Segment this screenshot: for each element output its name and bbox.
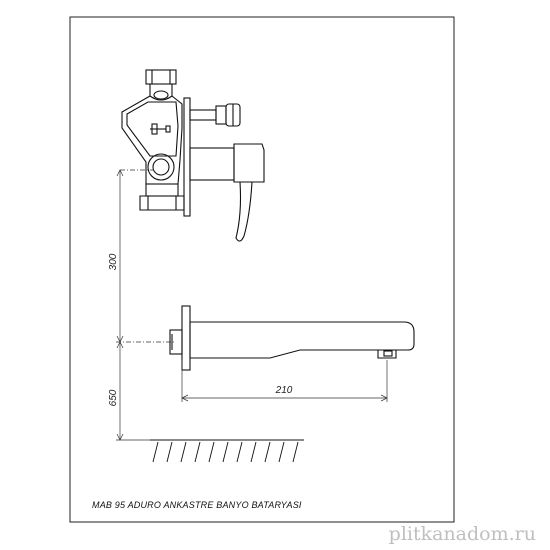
- spout-wall-plate: [169, 305, 191, 371]
- watermark-text: plitkanadom.ru: [388, 523, 536, 545]
- lever-handle: [189, 143, 265, 242]
- drawing-frame: [69, 16, 455, 523]
- wall-plate-upper: [183, 97, 191, 217]
- spout: [189, 321, 415, 359]
- mixer-body: [121, 69, 185, 211]
- dimension-lines: [116, 169, 388, 441]
- floor-hatch: [150, 439, 304, 463]
- dimension-300: 300: [108, 253, 119, 270]
- dimension-650: 650: [108, 389, 119, 406]
- dimension-210: 210: [275, 385, 293, 396]
- drawing-title: MAB 95 ADURO ANKASTRE BANYO BATARYASI: [92, 500, 302, 510]
- diverter-knob: [189, 103, 241, 127]
